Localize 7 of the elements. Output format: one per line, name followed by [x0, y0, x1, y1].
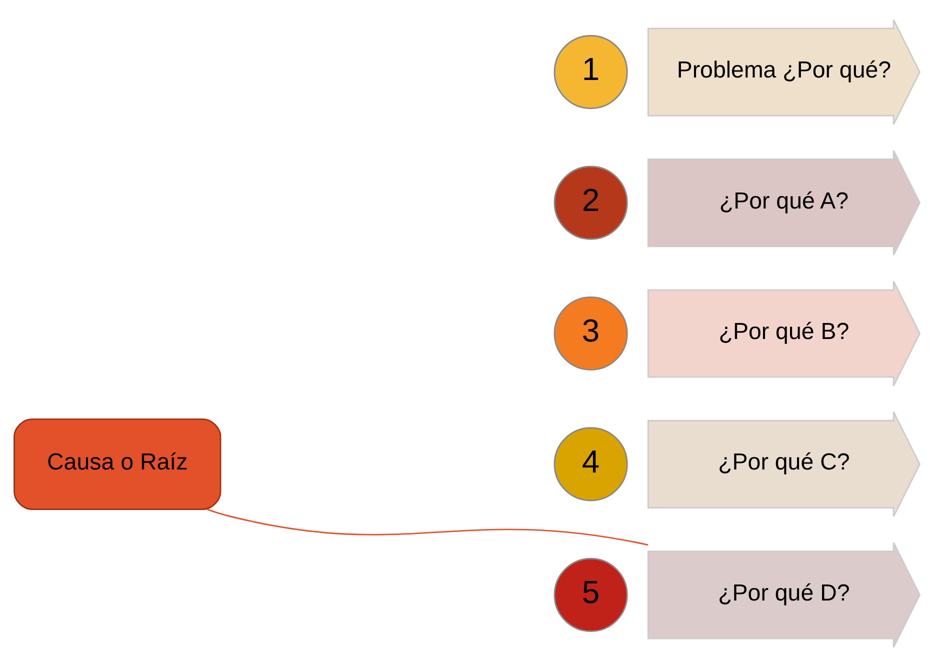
node-circle: 5 [554, 557, 628, 632]
connector [207, 508, 648, 546]
node-circle: 1 [554, 34, 628, 109]
node-circle: 3 [554, 296, 628, 370]
node-circle: 4 [554, 426, 628, 501]
node-box: Causa o Raíz [14, 418, 222, 510]
node-circle: 2 [554, 165, 628, 240]
